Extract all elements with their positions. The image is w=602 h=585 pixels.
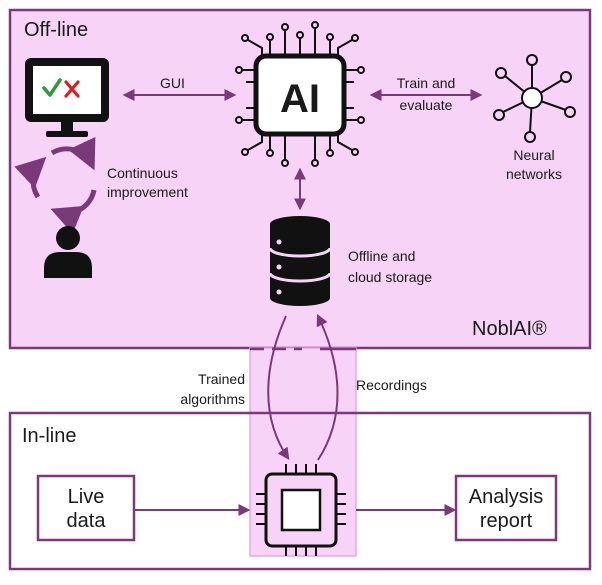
offline-title: Off-line	[24, 19, 88, 41]
storage-label-line1: Offline and	[348, 248, 415, 264]
recordings-arrow	[316, 313, 339, 461]
user-icon	[44, 226, 92, 278]
improvement-label-line2: improvement	[107, 184, 188, 200]
neural-label-line1: Neural	[513, 147, 554, 163]
database-icon	[268, 216, 332, 306]
report-line1: Analysis	[469, 486, 543, 508]
live-data-line1: Live	[68, 486, 105, 508]
processor-chip-icon	[256, 464, 346, 556]
monitor-icon	[25, 58, 109, 137]
neural-network-icon	[493, 54, 576, 143]
inline-panel	[8, 411, 592, 571]
live-data-box	[36, 474, 136, 542]
improvement-label-line1: Continuous	[107, 165, 178, 181]
ai-label: AI	[280, 77, 320, 121]
cycle-icon	[14, 136, 97, 234]
trained-label-line1: Trained	[198, 371, 245, 387]
live-data-line2: data	[67, 510, 107, 532]
neural-label-line2: networks	[506, 166, 562, 182]
inline-title: In-line	[22, 425, 76, 447]
brand-name: NoblAI®	[472, 318, 547, 340]
trained-label-line2: algorithms	[180, 391, 245, 407]
storage-label-line2: cloud storage	[348, 269, 432, 285]
train-label-line2: evaluate	[400, 97, 453, 113]
report-line2: report	[480, 510, 533, 532]
recordings-label: Recordings	[356, 377, 427, 393]
analysis-report-box	[454, 474, 558, 542]
trained-algorithms-arrow	[267, 315, 290, 460]
train-label-line1: Train and	[397, 75, 456, 91]
ai-chip-icon	[235, 21, 365, 167]
gui-label: GUI	[160, 75, 185, 91]
cross-icon	[64, 80, 80, 98]
check-icon	[42, 78, 62, 97]
